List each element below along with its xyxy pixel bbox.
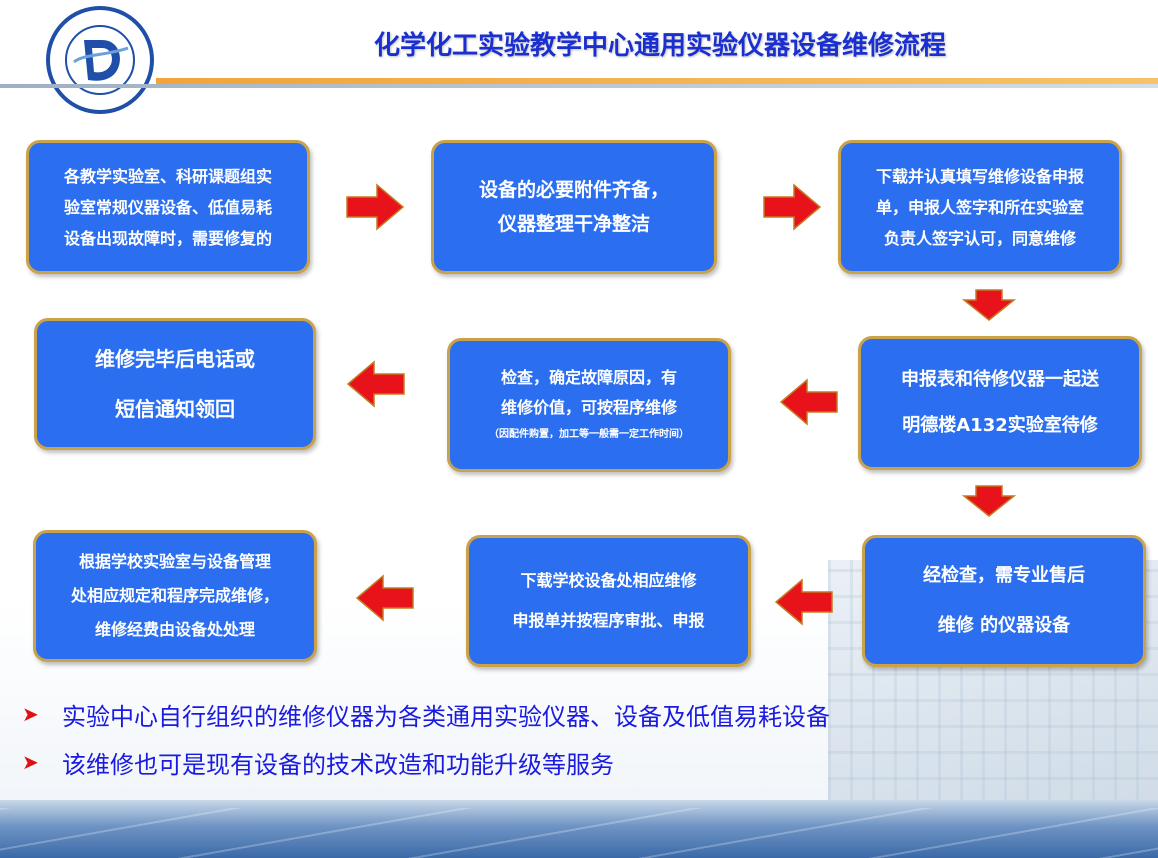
title-underline-orange [156, 78, 1158, 84]
note-text: 实验中心自行组织的维修仪器为各类通用实验仪器、设备及低值易耗设备 [62, 702, 830, 731]
step-line: 下载学校设备处相应维修 [520, 571, 697, 590]
step-box-professional-service: 经检查，需专业售后 维修 的仪器设备 [862, 535, 1146, 667]
arrow-right-icon [346, 183, 405, 231]
step-box-notify-pickup: 维修完毕后电话或 短信通知领回 [34, 318, 316, 450]
bullet-arrow-icon: ➤ [22, 702, 39, 726]
arrow-down-icon [962, 289, 1016, 321]
step-line: 下载并认真填写维修设备申报 [875, 166, 1084, 186]
step-line: 申报表和待修仪器一起送 [901, 369, 1099, 390]
step-box-report-fault: 各教学实验室、科研课题组实 验室常规仪器设备、低值易耗 设备出现故障时，需要修复… [26, 140, 310, 274]
step-line: 检查，确定故障原因，有 [500, 368, 677, 387]
step-box-prepare-accessories: 设备的必要附件齐备， 仪器整理干净整洁 [431, 140, 717, 274]
bullet-arrow-icon: ➤ [22, 750, 39, 774]
step-line: 短信通知领回 [115, 397, 235, 421]
university-logo [46, 6, 154, 114]
step-box-download-school-form: 下载学校设备处相应维修 申报单并按程序审批、申报 [466, 535, 751, 667]
arrow-left-icon [355, 574, 414, 622]
page-title: 化学化工实验教学中心通用实验仪器设备维修流程 [373, 31, 946, 61]
step-box-inspect: 检查，确定故障原因，有 维修价值，可按程序维修 （因配件购置，加工等一般需一定工… [447, 338, 731, 472]
step-line: 维修经费由设备处处理 [94, 620, 255, 639]
notes-list: ➤ 实验中心自行组织的维修仪器为各类通用实验仪器、设备及低值易耗设备 ➤ 该维修… [22, 690, 1122, 786]
step-line: 各教学实验室、科研课题组实 [63, 166, 272, 186]
note-item: ➤ 该维修也可是现有设备的技术改造和功能升级等服务 [22, 738, 1122, 786]
note-text: 该维修也可是现有设备的技术改造和功能升级等服务 [62, 750, 614, 779]
step-box-submit-to-lab: 申报表和待修仪器一起送 明德楼A132实验室待修 [858, 336, 1142, 470]
step-line: 验室常规仪器设备、低值易耗 [63, 197, 272, 217]
step-line: 经检查，需专业售后 [923, 565, 1085, 586]
note-item: ➤ 实验中心自行组织的维修仪器为各类通用实验仪器、设备及低值易耗设备 [22, 690, 1122, 738]
step-line: 维修完毕后电话或 [95, 347, 255, 371]
bottom-banner-pattern [0, 808, 1158, 858]
step-line: 维修价值，可按程序维修 [500, 398, 677, 417]
step-line: 申报单并按程序审批、申报 [512, 611, 705, 630]
step-box-complete-repair: 根据学校实验室与设备管理 处相应规定和程序完成维修， 维修经费由设备处处理 [33, 530, 317, 662]
step-note: （因配件购置，加工等一般需一定工作时间） [489, 429, 689, 440]
step-line: 设备出现故障时，需要修复的 [63, 228, 272, 248]
step-line: 仪器整理干净整洁 [497, 213, 650, 235]
arrow-left-icon [774, 578, 833, 626]
step-line: 维修 的仪器设备 [937, 615, 1071, 636]
step-line: 明德楼A132实验室待修 [902, 415, 1098, 436]
arrow-down-icon [962, 485, 1016, 517]
arrow-left-icon [779, 378, 838, 426]
step-line: 设备的必要附件齐备， [478, 179, 669, 201]
step-box-fill-form: 下载并认真填写维修设备申报 单，申报人签字和所在实验室 负责人签字认可，同意维修 [838, 140, 1122, 274]
step-line: 根据学校实验室与设备管理 [78, 552, 271, 571]
arrow-left-icon [346, 360, 405, 408]
step-line: 负责人签字认可，同意维修 [883, 228, 1076, 248]
step-line: 处相应规定和程序完成维修， [70, 586, 279, 605]
arrow-right-icon [763, 183, 822, 231]
bottom-banner [0, 800, 1158, 858]
step-line: 单，申报人签字和所在实验室 [875, 197, 1084, 217]
title-underline-grey [0, 84, 1158, 88]
